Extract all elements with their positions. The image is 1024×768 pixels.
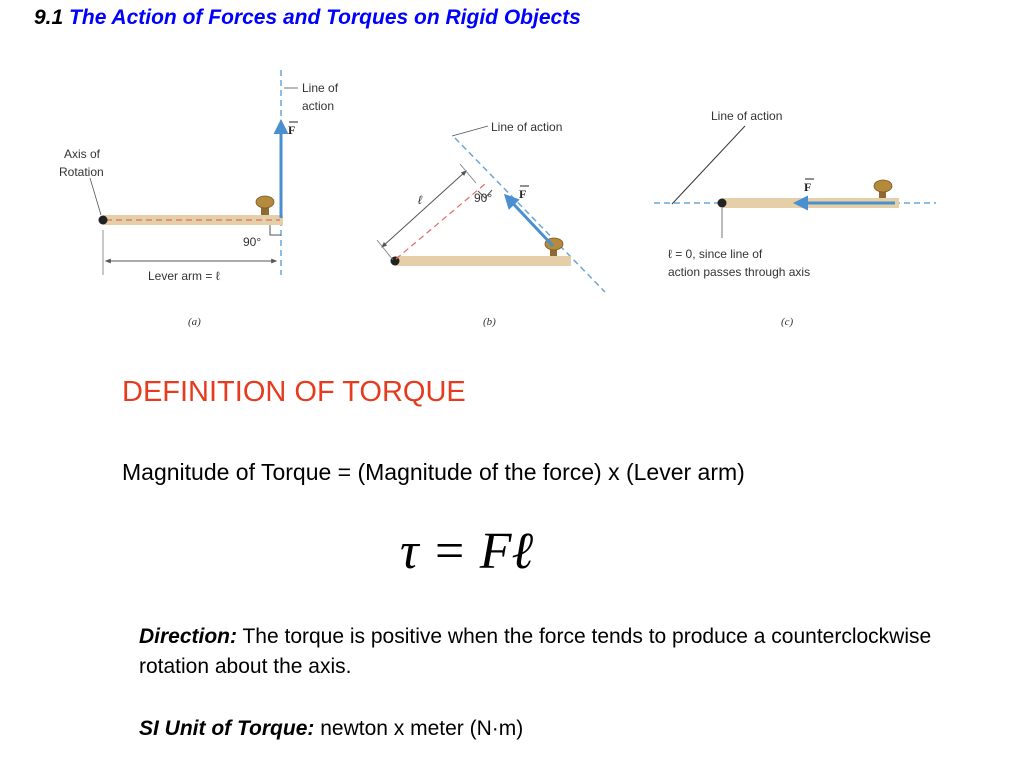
lever-arm-label-a: Lever arm = ℓ bbox=[148, 269, 220, 283]
lever-arm-dash-b bbox=[395, 183, 486, 260]
axis-point-c bbox=[717, 198, 727, 208]
si-unit-text: newton x meter (N·m) bbox=[314, 717, 524, 740]
force-arrow-b bbox=[503, 193, 555, 248]
line-of-action-label-c: Line of action bbox=[711, 109, 782, 123]
dim-tick-b2 bbox=[459, 163, 477, 184]
panel-a: F Line of action Axis of Rotation 90° Le… bbox=[59, 70, 339, 328]
line-of-action-leader-c bbox=[671, 125, 746, 205]
panel-c: Line of action F ℓ = 0, since line of ac… bbox=[654, 109, 936, 328]
right-angle-b bbox=[477, 189, 493, 199]
magnitude-definition: Magnitude of Torque = (Magnitude of the … bbox=[122, 459, 745, 485]
lever-dimension-b bbox=[381, 170, 467, 248]
axis-point-a bbox=[98, 215, 108, 225]
force-label-a: F bbox=[288, 123, 295, 137]
line-of-action-label-b: Line of action bbox=[491, 120, 562, 134]
line-of-action-label-a1: Line of bbox=[302, 81, 339, 95]
panel-b: Line of action 90° ℓ F (b) bbox=[376, 120, 606, 328]
axis-leader-a bbox=[89, 177, 102, 216]
dim-tick-b1 bbox=[376, 239, 394, 261]
angle-label-a: 90° bbox=[243, 235, 261, 249]
knob-a bbox=[255, 195, 275, 215]
lever-bar-a bbox=[103, 215, 283, 225]
axis-point-b bbox=[390, 256, 400, 266]
direction-text: The torque is positive when the force te… bbox=[139, 625, 932, 678]
torque-equation: τ = Fℓ bbox=[400, 523, 534, 580]
note-line-c1: ℓ = 0, since line of bbox=[668, 247, 763, 261]
direction-label: Direction: bbox=[139, 625, 238, 648]
note-line-c2: action passes through axis bbox=[668, 265, 810, 279]
caption-b: (b) bbox=[483, 316, 496, 328]
right-angle-a bbox=[269, 225, 281, 236]
si-unit-paragraph: SI Unit of Torque: newton x meter (N·m) bbox=[139, 714, 939, 744]
caption-a: (a) bbox=[188, 316, 201, 328]
line-of-action-leader-b bbox=[451, 125, 489, 137]
definition-heading: DEFINITION OF TORQUE bbox=[122, 376, 466, 408]
force-label-c: F bbox=[804, 180, 811, 194]
line-of-action-label-a2: action bbox=[302, 99, 334, 113]
slide-title: 9.1 The Action of Forces and Torques on … bbox=[34, 6, 581, 30]
angle-label-b: 90° bbox=[474, 191, 492, 205]
section-title: The Action of Forces and Torques on Rigi… bbox=[69, 6, 581, 29]
force-label-b: F bbox=[519, 187, 526, 201]
line-of-action-b bbox=[454, 137, 606, 293]
direction-paragraph: Direction: The torque is positive when t… bbox=[139, 622, 939, 682]
caption-c: (c) bbox=[781, 316, 794, 328]
section-number: 9.1 bbox=[34, 6, 64, 29]
axis-label-a2: Rotation bbox=[59, 165, 104, 179]
lever-label-b: ℓ bbox=[418, 193, 423, 207]
knob-c bbox=[873, 179, 893, 198]
torque-figure: F Line of action Axis of Rotation 90° Le… bbox=[59, 70, 936, 328]
lever-bar-b bbox=[395, 256, 571, 266]
axis-label-a1: Axis of bbox=[64, 147, 101, 161]
si-unit-label: SI Unit of Torque: bbox=[139, 717, 315, 740]
